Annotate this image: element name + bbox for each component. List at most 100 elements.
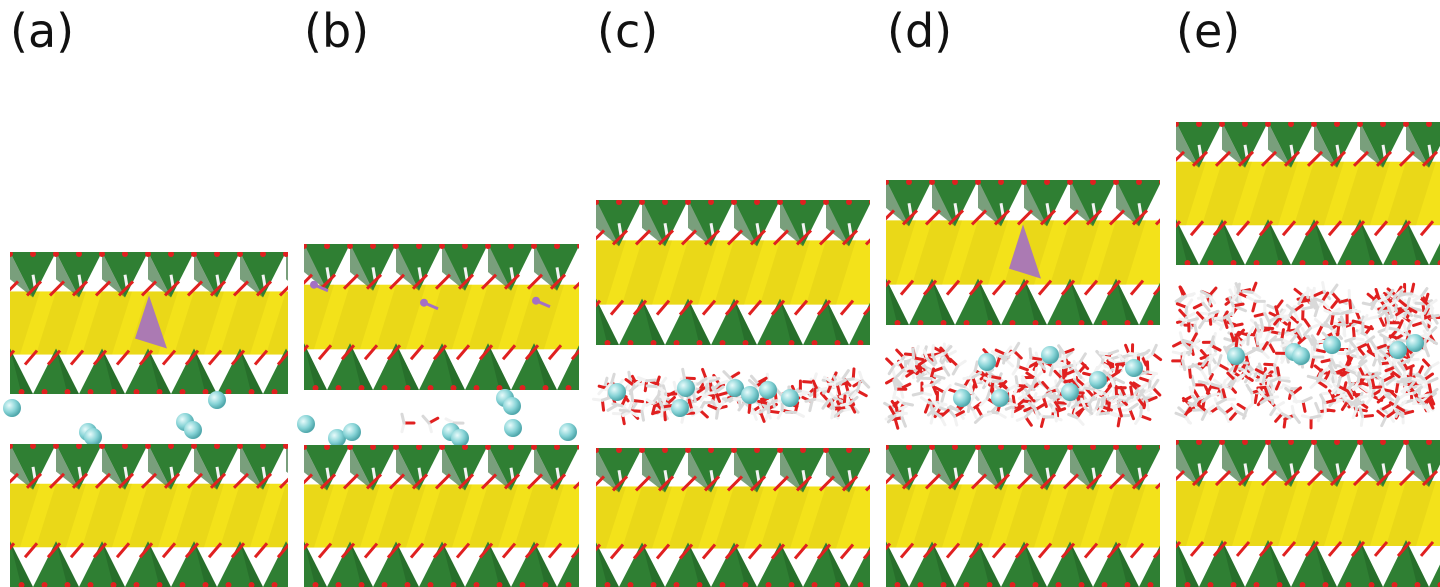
water-bond [1223,405,1235,415]
oxygen-bond [342,473,360,490]
oxygen-atom [604,340,611,345]
oxygen-bond [276,350,288,366]
oxygen-bond [94,280,112,297]
water-bond [832,396,845,404]
water-bond [1151,343,1158,356]
water-bond [942,365,951,377]
water-bond [1309,414,1322,420]
oxygen-bond [770,543,786,560]
cations-4 [1227,334,1424,365]
oxygen-bond [1152,548,1160,559]
cation-sphere [343,423,361,441]
oxygen-bond [457,273,475,290]
water-bond [1236,282,1241,295]
hydroxyl [169,274,175,287]
tetrahedron [488,445,534,491]
oxygen-atom [929,180,935,185]
oxygen-atom [1391,260,1398,265]
oxygen-bond [1214,469,1232,487]
oxygen-bond [570,348,579,361]
water-bond [1237,330,1250,337]
oxygen-atom [531,445,537,450]
oxygen-atom [1426,122,1432,127]
oxygen-atom [596,200,599,205]
water-bond [1106,394,1119,401]
water-bond [1276,366,1281,380]
water-bond [1222,316,1229,329]
water-bond [1414,397,1426,406]
oxygen-bond [25,280,43,297]
water-bond [1377,314,1386,327]
water-bond [932,346,945,355]
oxygen-bond [161,349,177,366]
water-bond [1039,415,1046,428]
water-bond [645,384,658,389]
oxygen-atom [271,389,278,394]
oxygen-bond [1085,473,1103,490]
oxygen-atom [1357,122,1363,127]
oxygen-bond [1108,209,1126,226]
oxygen-bond [455,344,471,361]
cation-sphere [677,379,695,397]
oxygen-atom [1322,260,1329,265]
water-bond [1293,329,1303,342]
oxygen-bond [547,542,563,559]
oxygen-atom [1124,320,1131,325]
panel-label-e: (e) [1176,4,1241,58]
water-bond [1079,352,1087,364]
oxygen-atom [639,448,645,453]
oxygen-bond [455,542,471,559]
water-bond [1370,371,1382,379]
oxygen-bond [319,473,337,490]
oxygen-bond [232,472,250,489]
oxygen-bond [862,305,870,316]
water-bond [1263,362,1277,367]
water-bond [940,390,946,403]
oxygen-atom [1159,445,1160,450]
water-bond [1325,312,1334,323]
oxygen-atom [519,385,526,390]
hydroxyl [801,469,807,483]
oxygen-atom [18,582,25,587]
cations-3 [953,346,1143,407]
water-bond [714,385,725,394]
oxygen-bond [1373,220,1389,237]
oxygen-bond [596,543,602,552]
oxygen-bond [480,473,498,490]
cation-sphere [328,429,346,447]
oxygen-bond [901,473,919,490]
water-bond [851,367,856,381]
water-bond [1139,414,1152,421]
oxygen-bond [1350,540,1366,557]
water-bond [1261,372,1267,385]
water-bond [1268,314,1280,323]
water-bond [662,408,667,422]
oxygen-atom [1009,582,1016,587]
oxygen-bond [1108,473,1126,490]
water-bond [1422,395,1433,406]
water-bond [1226,371,1237,382]
water-bond [665,395,676,406]
water-bond [1200,409,1208,421]
oxygen-bond [140,472,158,489]
oxygen-atom [99,252,105,257]
oxygen-bond [632,299,648,316]
oxygen-bond [772,229,790,246]
water-bond [1394,406,1401,419]
tetrahedron [1116,445,1160,491]
oxygen-atom [565,582,572,587]
oxygen-atom [427,385,434,390]
water-bond [698,408,709,419]
oxygen-bond [1352,150,1370,167]
oxygen-atom [1230,582,1237,587]
water-bond [1356,371,1361,384]
oxygen-atom [225,582,232,587]
water-bond [911,356,925,362]
oxygen-bond [526,273,544,290]
water-bond [1396,339,1409,343]
water-bond [1345,381,1355,392]
water-bond [886,414,897,424]
water-bond [1053,407,1067,414]
water-bond [610,372,616,385]
water-bond [1136,351,1149,357]
